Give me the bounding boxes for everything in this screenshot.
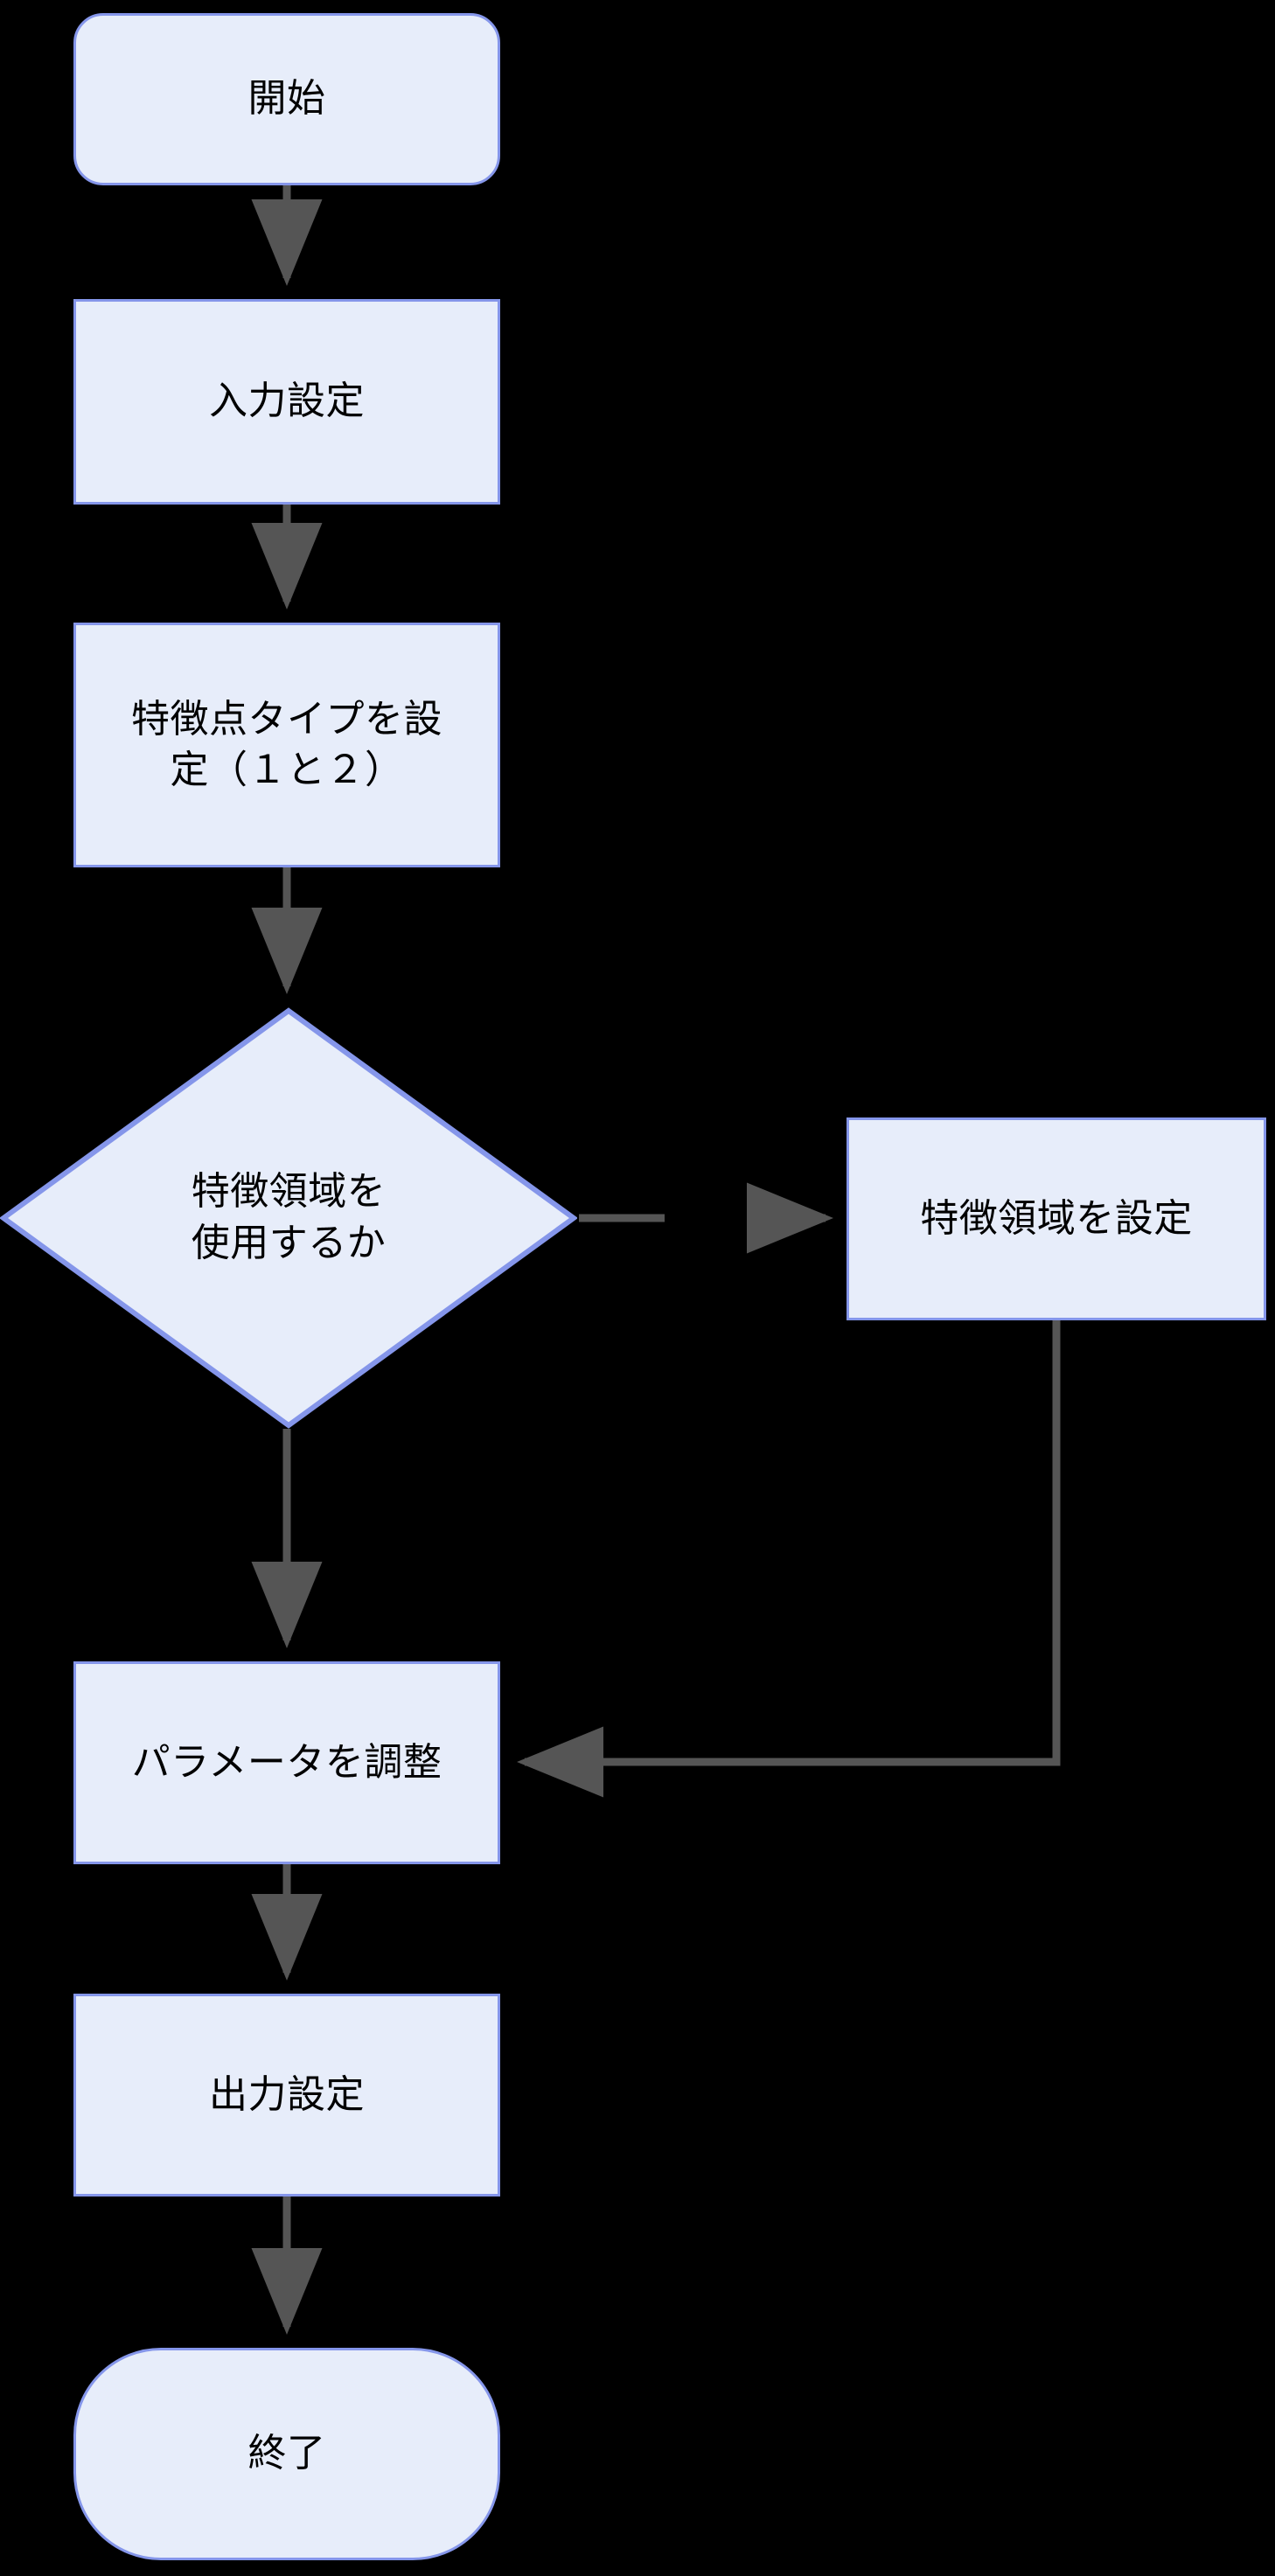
node-output-settings-label: 出力設定 [209, 2072, 365, 2116]
node-feature-point-type-label: 特徴点タイプを設 定（１と２） [131, 697, 442, 791]
node-use-feature-region-label: 特徴領域を 使用するか [191, 1170, 387, 1264]
node-end[interactable]: 終了 [73, 2348, 500, 2560]
node-output-settings[interactable]: 出力設定 [73, 1994, 500, 2197]
node-end-label: 終了 [247, 2432, 326, 2475]
edge-set-feature-region-to-adjust-parameters [517, 1320, 1061, 1798]
node-use-feature-region-decision[interactable]: 特徴領域を 使用するか [0, 1007, 577, 1429]
node-set-feature-region-label: 特徴領域を設定 [920, 1196, 1193, 1240]
node-input-settings[interactable]: 入力設定 [73, 299, 500, 505]
node-set-feature-region[interactable]: 特徴領域を設定 [847, 1117, 1266, 1320]
node-start[interactable]: 開始 [73, 13, 500, 185]
node-adjust-parameters[interactable]: パラメータを調整 [73, 1661, 500, 1864]
node-adjust-parameters-label: パラメータを調整 [131, 1740, 442, 1784]
diamond-shape [0, 1007, 577, 1429]
node-input-settings-label: 入力設定 [209, 379, 365, 423]
node-start-label: 開始 [247, 77, 326, 121]
node-feature-point-type[interactable]: 特徴点タイプを設 定（１と２） [73, 623, 500, 867]
